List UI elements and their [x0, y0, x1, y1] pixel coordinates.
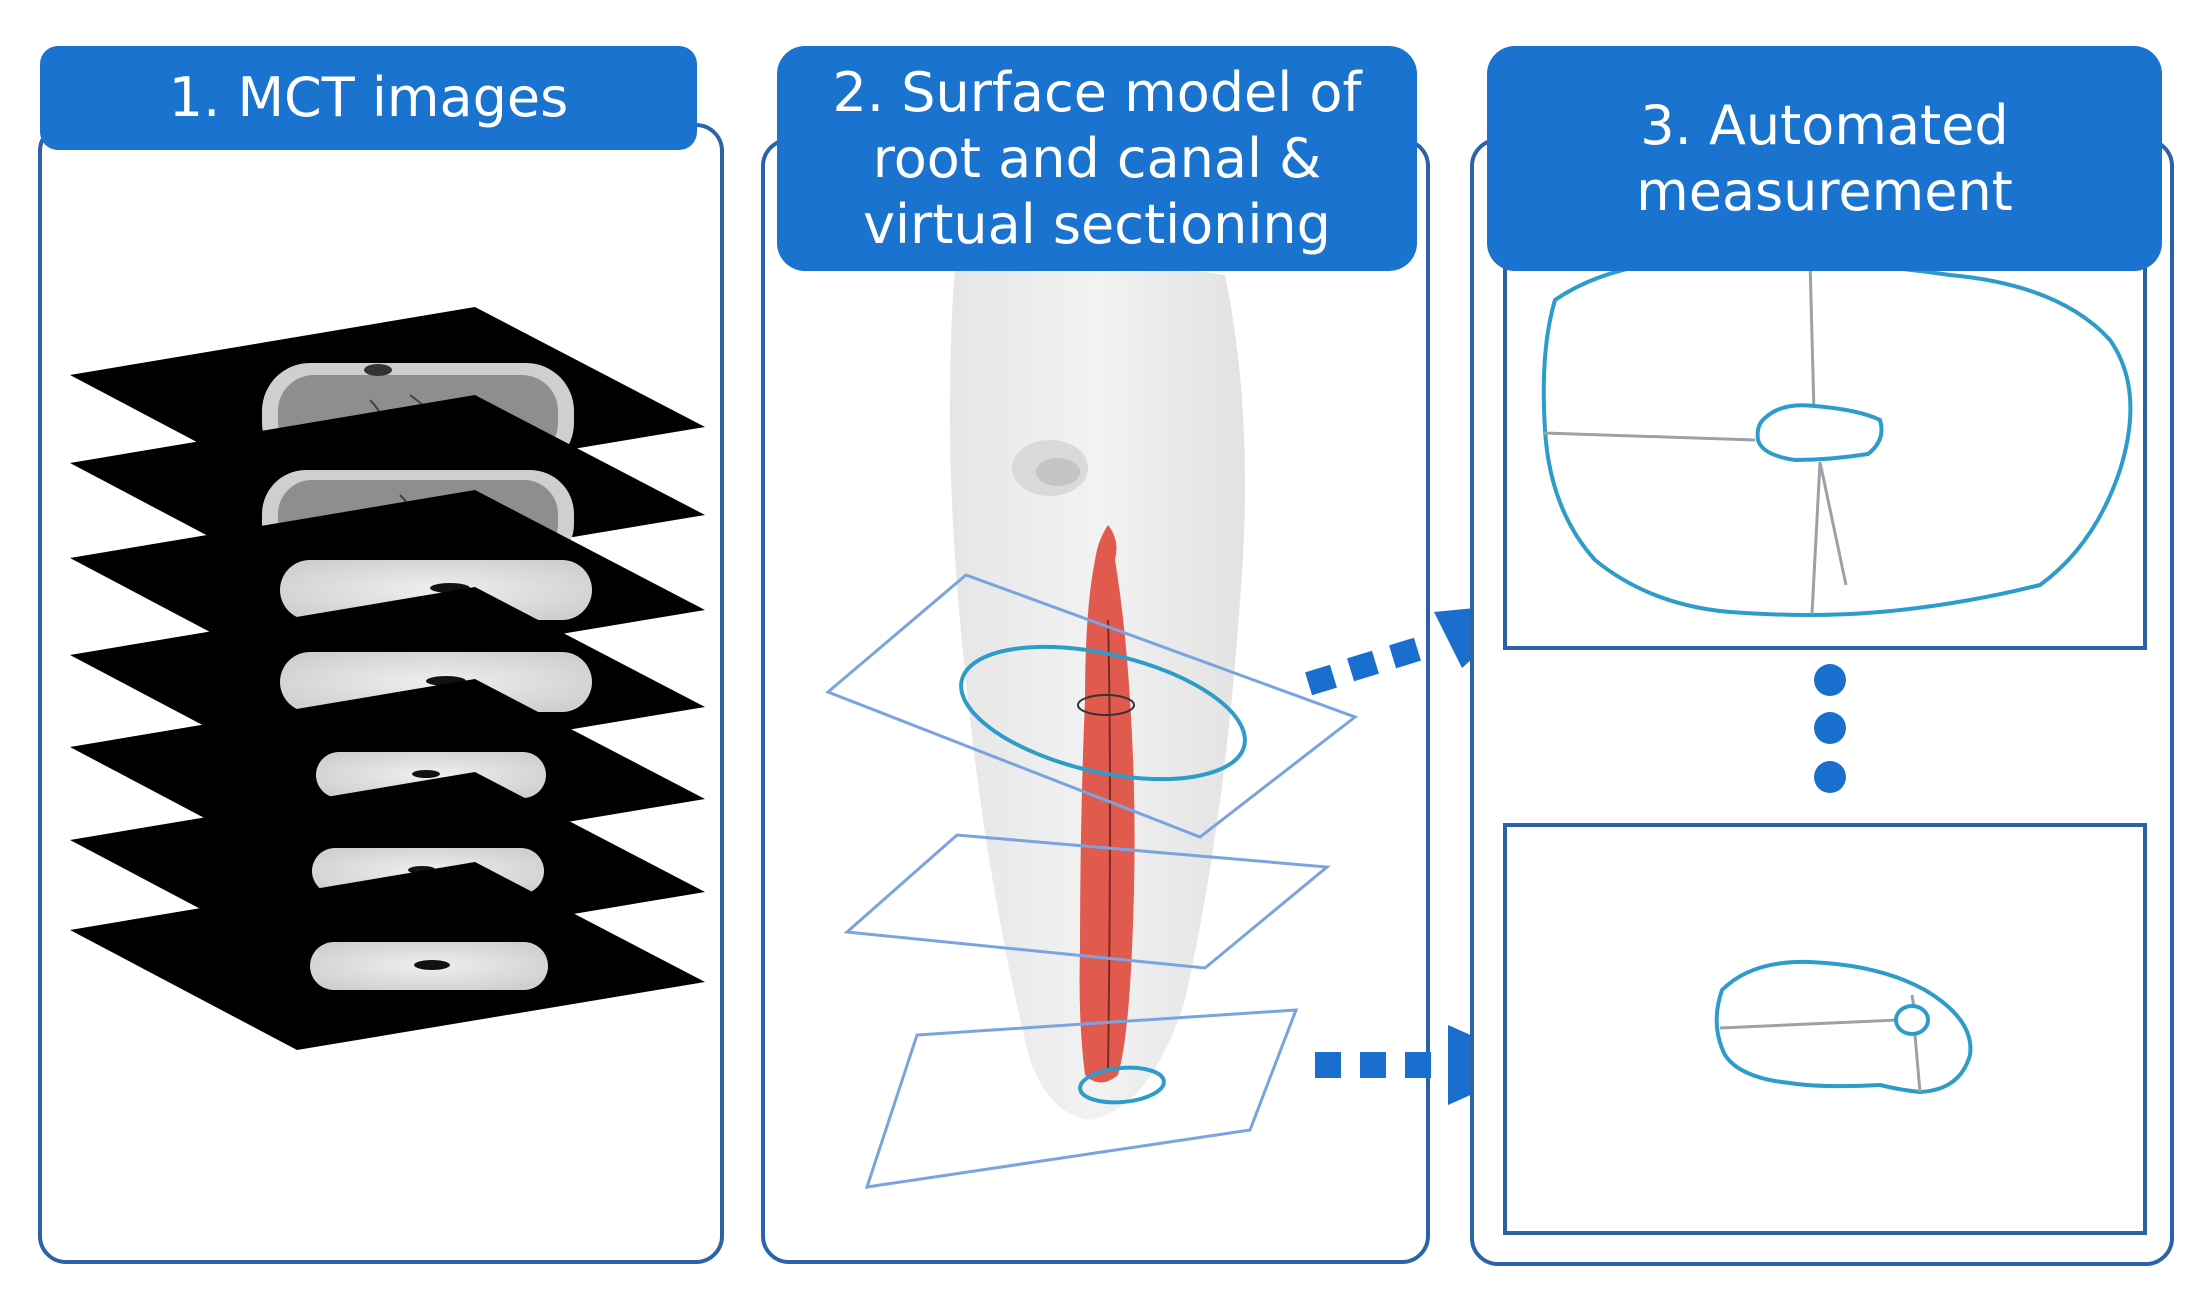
canal-outline	[1755, 403, 1884, 463]
panel-title-measurement: 3. Automated measurement	[1487, 46, 2162, 271]
panel-title-surface-model: 2. Surface model of root and canal & vir…	[777, 46, 1417, 271]
section-outline	[1078, 1065, 1166, 1105]
title-line: 2. Surface model of	[832, 60, 1362, 124]
ellipsis-icon	[1814, 664, 1846, 793]
mct-slice	[70, 862, 705, 1050]
slice-stack	[70, 307, 705, 1050]
section-plane	[864, 1008, 1299, 1189]
section-plane	[843, 833, 1331, 970]
panel-header	[1487, 46, 2162, 271]
title-line: measurement	[1636, 159, 2013, 223]
panel-mct-images	[38, 46, 724, 1264]
panel-surface-model	[761, 46, 1430, 1264]
panel-title-mct: 1. MCT images	[40, 46, 697, 150]
panel-header	[40, 46, 697, 150]
title-line: virtual sectioning	[863, 192, 1331, 256]
section-outline	[959, 644, 1247, 782]
panel-header	[777, 46, 1417, 271]
canal-outline	[1894, 1004, 1930, 1036]
title-line: 3. Automated	[1640, 93, 2009, 157]
root-outline	[1714, 959, 1973, 1095]
measurement-view	[1503, 823, 2147, 1235]
title-line: root and canal &	[872, 126, 1322, 190]
root-canal-model	[1079, 525, 1135, 1083]
panel-automated-measurement	[1470, 46, 2174, 1266]
title-line: 1. MCT images	[168, 66, 569, 129]
section-plane	[825, 573, 1359, 839]
